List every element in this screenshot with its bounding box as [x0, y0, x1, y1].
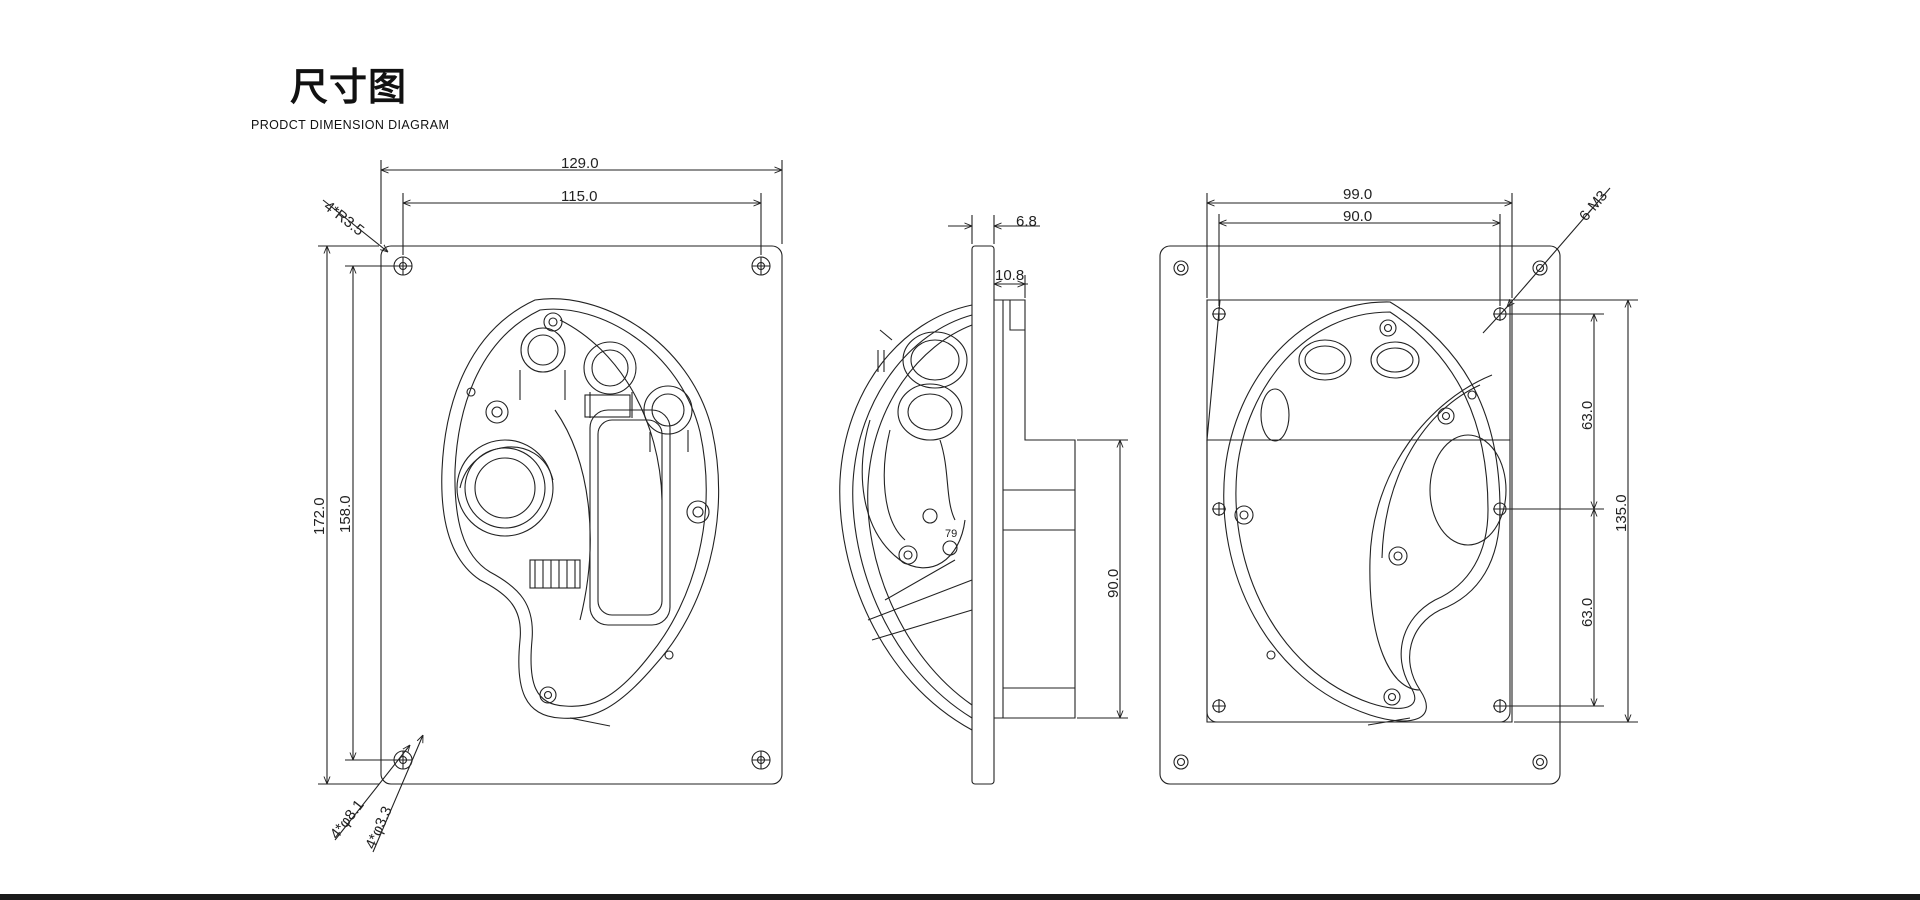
front-plate — [380, 245, 783, 785]
label-side-small: 79 — [945, 528, 957, 540]
rear-dim-width-holes — [1218, 214, 1501, 306]
front-dim-height-outer — [318, 245, 379, 785]
front-dim-height-holes — [345, 265, 394, 761]
front-housing — [441, 298, 720, 727]
label-hole-inner: 4*φ3.3 — [362, 804, 396, 852]
rear-dim-pitch-upper — [1506, 313, 1604, 510]
bottom-divider-bar — [0, 894, 1920, 900]
rear-plate-holes — [1173, 260, 1548, 770]
rear-base — [1206, 299, 1511, 441]
side-view — [839, 215, 1128, 785]
rear-dim-pitch-lower — [1506, 509, 1604, 707]
label-front-height-outer: 172.0 — [311, 497, 328, 535]
rear-housing — [1223, 301, 1501, 722]
label-rear-width-outer: 99.0 — [1343, 186, 1372, 203]
label-side-flange: 6.8 — [1016, 213, 1037, 230]
rear-dim-width-outer — [1206, 193, 1513, 298]
label-rear-pitch-upper: 63.0 — [1579, 401, 1596, 430]
front-mount-holes — [393, 256, 771, 770]
rear-plate — [1159, 245, 1561, 785]
thread-leader — [1507, 187, 1611, 307]
hole-leader-outer — [334, 745, 410, 841]
rear-thread-holes — [1212, 307, 1507, 713]
side-flange — [971, 245, 995, 785]
label-front-width-outer: 129.0 — [561, 155, 599, 172]
front-dim-width-holes — [402, 193, 762, 255]
label-hole-outer: 4*φ8.1 — [327, 797, 368, 843]
label-front-height-holes: 158.0 — [337, 495, 354, 533]
hole-leader-inner — [372, 735, 424, 853]
front-view — [318, 160, 783, 853]
rear-dim-height-total — [1514, 299, 1638, 723]
side-dim-flange — [948, 215, 1040, 244]
rear-view — [1159, 187, 1638, 785]
side-body — [994, 299, 1076, 719]
page-subtitle: PRODCT DIMENSION DIAGRAM — [251, 118, 450, 132]
side-dim-offset — [994, 275, 1028, 298]
label-side-offset: 10.8 — [995, 267, 1024, 284]
label-rear-height-total: 135.0 — [1613, 494, 1630, 532]
label-side-depth: 90.0 — [1105, 569, 1122, 598]
label-rear-width-holes: 90.0 — [1343, 208, 1372, 225]
side-dome — [839, 304, 973, 731]
page-title: 尺寸图 — [290, 65, 408, 109]
label-front-width-holes: 115.0 — [561, 188, 597, 205]
label-rear-pitch-lower: 63.0 — [1579, 598, 1596, 627]
front-dim-width-outer — [380, 160, 783, 244]
label-corner-radius: 4*R3.5 — [321, 198, 368, 240]
side-dim-depth — [1077, 439, 1128, 719]
dimension-labels: 129.0 115.0 172.0 158.0 4*R3.5 4*φ8.1 4*… — [311, 155, 1630, 852]
radius-leader — [322, 199, 388, 252]
